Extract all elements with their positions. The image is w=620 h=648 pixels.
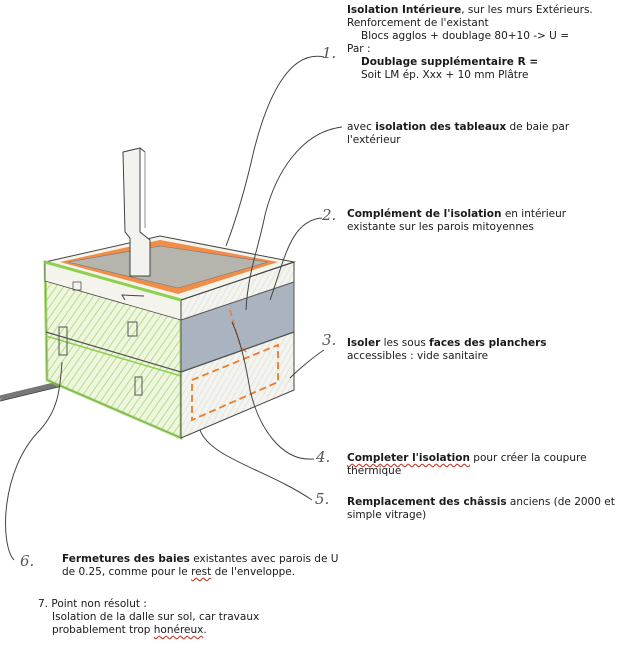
note-5-line2: simple vitrage) <box>347 509 427 521</box>
note-1-line3: Blocs agglos + doublage 80+10 -> U = <box>361 30 570 42</box>
note-6-line2-a: de 0.25, comme pour le <box>62 566 192 578</box>
note-5: Remplacement des châssis anciens (de 200… <box>347 496 615 522</box>
note-1: Isolation Intérieure, sur les murs Extér… <box>347 4 593 82</box>
facade-windows <box>58 281 143 396</box>
leader-lines <box>5 55 343 561</box>
chimney <box>122 147 151 277</box>
note-3-bold2: faces des planchers <box>429 337 547 349</box>
note-7-line3-c: . <box>203 624 207 636</box>
note-7: 7. Point non résolut : Isolation de la d… <box>38 598 259 637</box>
note-4-bold: Completer l'isolation <box>347 452 470 464</box>
note-5-bold: Remplacement des châssis <box>347 496 507 508</box>
note-4: Completer l'isolation pour créer la coup… <box>347 452 587 478</box>
note-2-bold: Complément de l'isolation <box>347 208 502 220</box>
note-1-title-rest: , sur les murs Extérieurs. <box>461 4 593 16</box>
note-3-mid: les sous <box>380 337 430 349</box>
note-7-line3-b: honéreux <box>153 624 204 636</box>
note-tableaux-pre: avec <box>347 121 376 133</box>
callout-number-4: 4. <box>316 448 331 466</box>
left-facade <box>43 260 183 441</box>
note-1-title-bold: Isolation Intérieure <box>347 4 462 16</box>
note-1-line2: Renforcement de l'existant <box>347 17 489 29</box>
note-tableaux-bold: isolation des tableaux <box>375 121 507 133</box>
note-2-line2: existante sur les parois mitoyennes <box>347 221 534 233</box>
note-4-post: pour créer la coupure <box>469 452 587 464</box>
note-6-bold: Fermetures des baies <box>62 553 190 565</box>
callout-number-6: 6. <box>20 552 35 570</box>
callout-number-5: 5. <box>315 490 330 508</box>
note-3-line2: accessibles : vide sanitaire <box>347 350 489 362</box>
right-facade <box>180 261 295 439</box>
note-4-line2: thermique <box>347 465 402 477</box>
note-6-post: existantes avec parois de U <box>189 553 339 565</box>
note-6-line2-b: rest <box>191 566 212 578</box>
note-7-title: 7. Point non résolut : <box>38 598 147 610</box>
note-3-bold1: Isoler <box>347 337 381 349</box>
note-tableaux-post: de baie par <box>506 121 570 133</box>
note-1-line6: Soit LM ép. Xxx + 10 mm Plâtre <box>361 69 529 81</box>
note-5-post: anciens (de 2000 et <box>506 496 615 508</box>
note-1-line4: Par : <box>347 43 371 55</box>
note-7-line3-a: probablement trop <box>52 624 154 636</box>
note-6-line2-c: de l'enveloppe. <box>211 566 296 578</box>
callout-number-3: 3. <box>322 331 337 349</box>
note-3: Isoler les sous faces des planchers acce… <box>347 337 547 363</box>
callout-number-1: 1. <box>322 44 337 62</box>
roof-slab <box>44 235 296 302</box>
note-tableaux-line2: l'extérieur <box>347 134 401 146</box>
ground-pipe <box>0 380 63 402</box>
callout-number-2: 2. <box>322 206 337 224</box>
note-tableaux: avec isolation des tableaux de baie par … <box>347 121 569 147</box>
note-1-line5: Doublage supplémentaire R = <box>361 56 539 68</box>
note-2: Complément de l'isolation en intérieur e… <box>347 208 566 234</box>
note-2-post: en intérieur <box>501 208 567 220</box>
note-7-line2: Isolation de la dalle sur sol, car trava… <box>52 611 260 623</box>
note-6: Fermetures des baies existantes avec par… <box>62 553 338 579</box>
